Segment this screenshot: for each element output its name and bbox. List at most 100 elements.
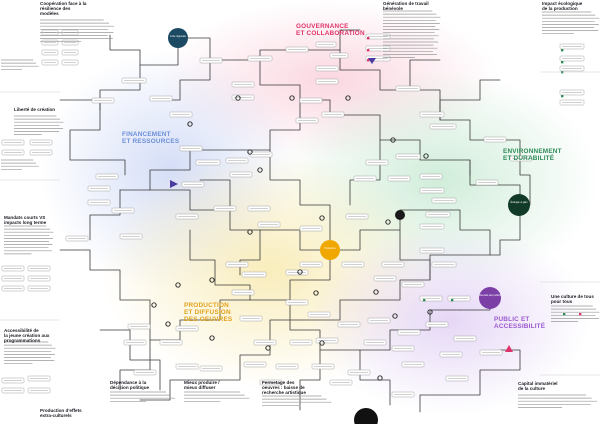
loop-icon — [247, 229, 253, 235]
hub-bas[interactable] — [354, 408, 378, 424]
loop-icon — [175, 282, 181, 288]
panel-accessibilite-title: Accessibilité de la jeune création aux p… — [4, 328, 84, 344]
panel-impact-line1: Impact écologique — [542, 1, 583, 6]
panel-cooperation-line1: Coopération face à la — [40, 1, 87, 6]
chip-marker — [367, 59, 370, 62]
hub-circles — [168, 28, 530, 424]
triangle-markers — [170, 58, 513, 352]
panel-accessibilite-line2: la jeune création aux — [4, 333, 50, 339]
theme-environnement-line1: ENVIRONNEMENT — [503, 148, 562, 155]
panel-fermetage-title: Fermetage des oeuvres : baisse de recher… — [262, 380, 342, 396]
panel-mieux-line2: mieux diffuser — [184, 385, 216, 391]
triangle-marker-gouvernance — [368, 58, 376, 64]
panel-effets-title: Production d'effets extra-culturels — [40, 408, 120, 418]
panel-effets-line2: extra-culturels — [40, 413, 72, 419]
triangle-marker-public — [505, 345, 513, 352]
panel-accessibilite-line3: programmations — [4, 338, 41, 344]
loop-icon — [289, 95, 295, 101]
panel-culture-line1: Une culture de tous — [551, 294, 594, 299]
panel-capital-line1: Capital immatériel — [518, 381, 558, 386]
loop-icon — [390, 137, 396, 143]
loop-icon — [165, 321, 171, 327]
theme-production-line3: DES OEUVRES — [184, 316, 233, 324]
loop-icon — [209, 335, 215, 341]
panel-cooperation-title: Coopération face à la résilience des mod… — [40, 1, 120, 17]
theme-gouvernance-line1: GOUVERNANCE — [296, 23, 349, 30]
panel-capital-title: Capital immatériel de la culture — [518, 381, 600, 391]
chip-marker — [367, 49, 370, 52]
loop-icon — [247, 149, 253, 155]
loop-icon — [297, 269, 303, 275]
panel-fermetage-line1: Fermetage des — [262, 380, 295, 385]
panel-culture-line2: pour tous — [551, 299, 573, 305]
chip-marker — [451, 299, 454, 302]
chip-marker — [561, 95, 564, 98]
loop-icon — [319, 340, 325, 346]
panel-impact-line2: de la production — [542, 6, 578, 12]
theme-financement-line1: FINANCEMENT — [122, 131, 171, 138]
panel-cooperation-line2: résilience des — [40, 6, 71, 12]
panel-fermetage-line3: recherche artistique — [262, 390, 306, 396]
loop-icon — [345, 95, 351, 101]
theme-title-public: PUBLIC ET ACCESSIBILITÉ — [494, 316, 545, 330]
panel-generation-line2: bénévole — [383, 6, 403, 12]
theme-title-environnement: ENVIRONNEMENT ET DURABILITÉ — [503, 148, 562, 162]
loop-icons — [151, 95, 433, 381]
theme-title-financement: FINANCEMENT ET RESSOURCES — [122, 131, 179, 145]
loop-icon — [377, 375, 383, 381]
panel-generation-title: Génération de travail bénévole — [383, 1, 463, 11]
theme-production-line2: ET DIFFUSION — [184, 309, 231, 317]
loop-icon — [265, 345, 271, 351]
panel-mieux-title: Mieux produire / mieux diffuser — [184, 380, 254, 390]
panel-mandats-line1: Mandats courts VS — [4, 215, 46, 220]
loop-icon — [209, 277, 215, 283]
loop-icon — [257, 167, 263, 173]
theme-production-line1: PRODUCTION — [184, 302, 229, 309]
loop-icon — [392, 313, 398, 319]
panel-fermetage-line2: oeuvres : baisse de — [262, 385, 305, 391]
loop-icon — [151, 302, 157, 308]
panel-liberte-line1: Liberté de création — [14, 107, 56, 112]
loop-icon — [319, 215, 325, 221]
panel-mandats-line2: impacts long terme — [4, 220, 47, 226]
chip-marker — [563, 313, 566, 316]
hub-noir-droit — [395, 210, 405, 220]
loop-icon — [373, 289, 379, 295]
side-panel-rules — [0, 71, 600, 376]
hub-production[interactable] — [320, 240, 340, 260]
panel-generation-line1: Génération de travail — [383, 1, 429, 6]
triangle-marker-financement — [170, 180, 178, 188]
panel-culture-title: Une culture de tous pour tous — [551, 294, 600, 304]
panel-mandats-title: Mandats courts VS impacts long terme — [4, 215, 84, 225]
theme-title-production: PRODUCTION ET DIFFUSION DES OEUVRES — [184, 302, 232, 324]
theme-environnement-line2: ET DURABILITÉ — [503, 155, 555, 163]
loop-icon — [423, 153, 429, 159]
loop-icon — [187, 121, 193, 127]
loop-icon — [427, 309, 433, 315]
hub-pouvoir[interactable] — [168, 28, 188, 48]
chip-marker — [423, 299, 426, 302]
chip-marker — [561, 49, 564, 52]
chip-marker — [579, 313, 582, 316]
hub-environnement[interactable] — [508, 194, 530, 216]
panel-capital-line2: de la culture — [518, 386, 546, 392]
panel-dependance-title: Dépendance à la décision politique — [110, 380, 180, 390]
loop-icon — [313, 290, 319, 296]
chip-marker — [561, 61, 564, 64]
panel-impact-title: Impact écologique de la production — [542, 1, 600, 11]
hub-public[interactable] — [479, 287, 501, 309]
theme-public-line2: ACCESSIBILITÉ — [494, 323, 546, 331]
panel-accessibilite-line1: Accessibilité de — [4, 328, 39, 333]
panel-dependance-line2: décision politique — [110, 385, 150, 391]
chip-marker — [367, 37, 370, 40]
loop-icon — [235, 95, 241, 101]
theme-title-gouvernance: GOUVERNANCE ET COLLABORATION — [296, 23, 365, 37]
theme-gouvernance-line2: ET COLLABORATION — [296, 30, 365, 38]
panel-effets-line1: Production d'effets — [40, 408, 82, 413]
theme-public-line1: PUBLIC ET — [494, 316, 530, 323]
theme-financement-line2: ET RESSOURCES — [122, 138, 180, 146]
panel-cooperation-line3: modèles — [40, 11, 59, 17]
variable-nodes — [1, 10, 600, 408]
panel-dependance-line1: Dépendance à la — [110, 380, 147, 385]
